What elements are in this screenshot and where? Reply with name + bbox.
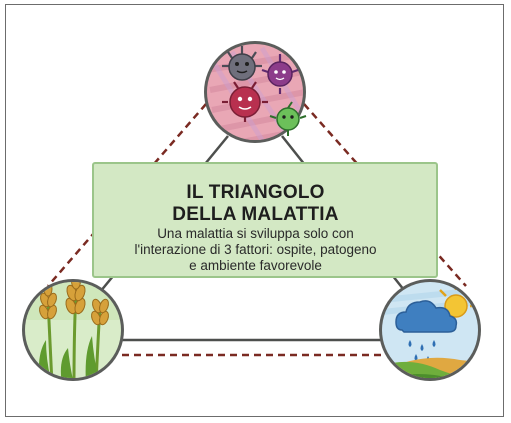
purple-virus-icon bbox=[261, 54, 299, 94]
diagram-description: Una malattia si sviluppa solo con l'inte… bbox=[0, 226, 511, 274]
green-virus-icon bbox=[269, 101, 307, 136]
title-box bbox=[92, 162, 438, 278]
description-line-2: l'interazione di 3 fattori: ospite, pato… bbox=[134, 242, 377, 257]
red-virus-icon bbox=[222, 81, 268, 122]
description-line-1: Una malattia si sviluppa solo con bbox=[157, 226, 354, 241]
cloud-icon bbox=[395, 300, 458, 333]
pathogen-node bbox=[204, 41, 307, 143]
title-line-2: DELLA MALATTIA bbox=[172, 204, 339, 225]
gray-virus-icon bbox=[222, 46, 262, 81]
description-line-3: e ambiente favorevole bbox=[189, 258, 322, 273]
environment-node bbox=[379, 279, 481, 381]
host-node bbox=[22, 279, 124, 381]
diagram-title: IL TRIANGOLO DELLA MALATTIA bbox=[0, 182, 511, 226]
title-line-1: IL TRIANGOLO bbox=[186, 182, 325, 203]
wheat-icon bbox=[25, 282, 120, 378]
